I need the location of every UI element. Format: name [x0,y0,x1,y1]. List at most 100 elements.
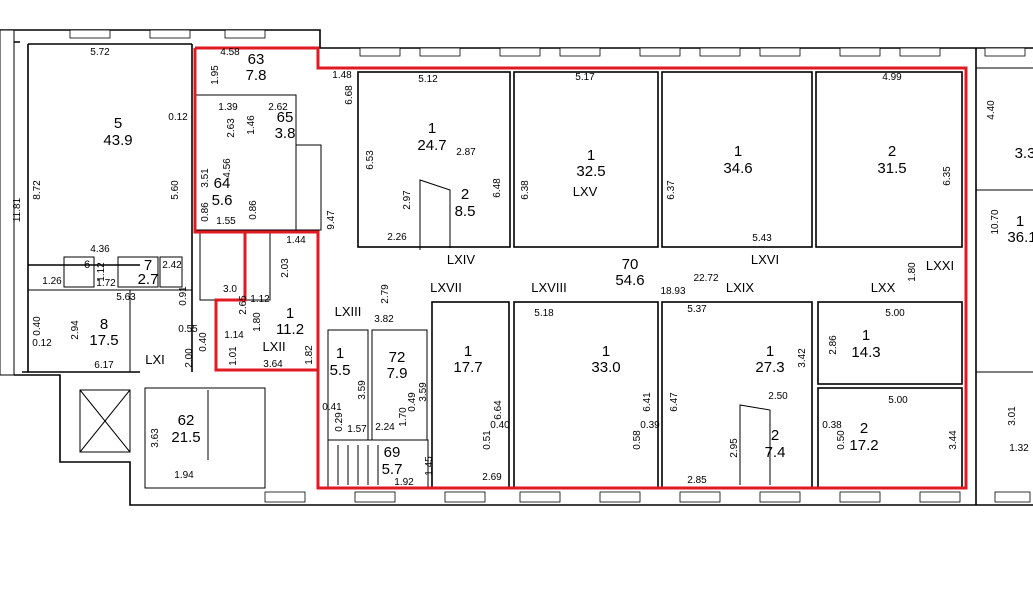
room-area: 3.3 [1015,145,1033,162]
dimension: 1.32 [1009,443,1029,454]
dimension: 3.42 [797,348,808,368]
room-area: 14.3 [851,344,880,361]
room-number: 1 [1016,213,1024,230]
room-number: 1 [587,147,595,164]
dimension: 2.94 [70,320,81,340]
red-boundary-left [193,48,245,234]
dimension: 3.64 [263,359,283,370]
dimension: 1.01 [228,346,239,366]
dimension: 5.00 [885,308,905,319]
dimension: 2.79 [380,284,391,304]
room-area: 32.5 [576,163,605,180]
room-number: 1 [734,143,742,160]
dimension: 0.12 [168,112,188,123]
room-area: 31.5 [877,160,906,177]
dimension: 2.50 [768,391,788,402]
zone-label: LXV [573,184,598,199]
room-number: 1 [602,343,610,360]
left-wing-walls [28,256,266,489]
room-area: 34.6 [723,160,752,177]
dimension: 0.91 [178,286,189,306]
room-number: 8 [100,316,108,333]
room-number: 7 [144,257,152,274]
room-number: 1 [862,327,870,344]
dimension: 6.38 [520,180,531,200]
room-number: 1 [286,305,294,322]
dimension-labels: 5.72 4.58 0.12 8.72 11.81 5.60 1.95 1.48… [12,47,1029,488]
dimension: 4.36 [90,244,110,255]
room-number: 69 [384,444,401,461]
dimension: 3.82 [374,314,394,325]
room-area: 7.8 [246,67,267,84]
room-area: 7.9 [387,365,408,382]
windows-top [69,29,1026,57]
room-number: 63 [248,51,265,68]
dimension: 18.93 [660,286,685,297]
dimension: 4.99 [882,72,902,83]
room-number: 1 [428,120,436,137]
dimension: 5.18 [534,308,554,319]
dimension: 0.86 [248,200,259,220]
dimension: 3.59 [357,380,368,400]
dimension: 11.81 [12,197,23,222]
dimension: 2.95 [729,438,740,458]
dimension: 5.37 [687,304,707,315]
dimension: 1.70 [398,407,409,427]
dimension: 0.39 [640,420,660,431]
windows-bottom [264,491,1031,503]
dimension: 6.64 [493,400,504,420]
zone-label: LXVIII [531,280,566,295]
dimension: 5.12 [418,74,438,85]
dimension: 6.37 [666,180,677,200]
room-number: 2 [888,143,896,160]
dimension: 5.00 [888,395,908,406]
dimension: 3.44 [948,430,959,450]
dimension: 2.24 [375,422,395,433]
dimension: 1.44 [286,235,306,246]
zone-labels: LXI LXII LXIII LXIV LXV LXVI LXVII LXVII… [145,184,954,367]
dimension: 5.17 [575,72,595,83]
dimension: 1.45 [424,456,435,476]
dimension: 2.42 [162,260,182,271]
dimension: 2.69 [482,472,502,483]
dimension: 4.40 [986,100,997,120]
dimension: 0.86 [200,202,211,222]
room-area: 36.1 [1007,229,1033,246]
dimension: 1.48 [332,70,352,81]
room-area: 24.7 [417,137,446,154]
room-labels: 5 43.9 63 7.8 65 3.8 64 5.6 8 17.5 7 2.7… [84,51,1033,478]
outer-walls [0,29,1033,506]
zone-label: LXIX [726,280,755,295]
dimension: 1.12 [96,262,107,282]
room-area: 33.0 [591,359,620,376]
dimension: 4.56 [222,158,233,178]
room-number: 72 [389,349,406,366]
room-area: 11.2 [276,321,304,338]
dimension: 1.94 [174,470,194,481]
room-number: 64 [214,175,231,192]
zone-label: LXI [145,352,165,367]
dimension: 2.62 [268,102,288,113]
dimension: 6.68 [344,85,355,105]
zone-label: LXIV [447,252,476,267]
dimension: 0.12 [32,338,52,349]
dimension: 1.82 [304,345,315,365]
dimension: 6.17 [94,360,114,371]
dimension: 4.58 [220,47,240,58]
room-area: 5.5 [330,362,351,379]
dimension: 3.59 [418,382,429,402]
dimension: 1.80 [252,312,263,332]
room-area: 17.5 [89,332,118,349]
dimension: 5.72 [90,47,110,58]
dimension: 1.72 [96,278,116,289]
dimension: 2.65 [238,295,249,315]
dimension: 0.50 [836,430,847,450]
dimension: 2.63 [226,118,237,138]
room-number: 1 [766,343,774,360]
room-area: 8.5 [455,203,476,220]
dimension: 0.58 [632,430,643,450]
room-area: 21.5 [171,429,200,446]
zone-label: LXX [871,280,896,295]
room-number: 5 [114,115,122,132]
